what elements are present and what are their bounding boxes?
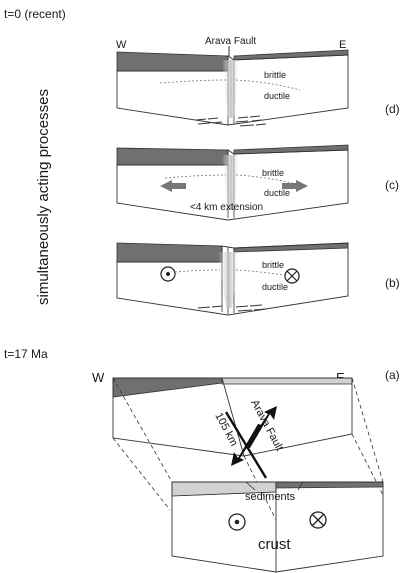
upper-block [112,377,353,457]
sediment-light-a [221,377,353,385]
east-label: E [339,39,346,51]
out-of-page-symbol-a [228,513,246,531]
panel-c: brittle ductile <4 km extension (c) [116,144,399,221]
sediment-dark-lower [275,481,384,489]
into-page-symbol-a [309,511,327,529]
into-page-symbol [284,268,300,284]
west-label: W [116,39,127,51]
slip-arrow-south [231,424,262,466]
ductile-label: ductile [264,91,290,101]
sediments-label: sediments [245,491,296,503]
time-label-past: t=17 Ma [4,347,48,361]
panel-b: brittle ductile (b) [116,242,400,316]
arrow-east [282,180,308,192]
west-label-a: W [92,370,105,385]
panel-a: W E Arava Fault 105 km sediments crust [92,370,384,573]
fault-zone [222,60,240,118]
panel-d-label: (d) [385,102,400,116]
extension-label: <4 km extension [190,202,263,213]
brittle-label-c: brittle [262,168,284,178]
ductile-label-c: ductile [264,188,290,198]
arrow-west [160,180,186,192]
panel-b-label: (b) [385,276,400,290]
fault-label-a: Arava Fault [248,398,285,453]
sediment-east [233,49,349,61]
lower-block [171,481,384,573]
fault-trace-upper [221,377,245,457]
out-of-page-symbol [160,266,176,282]
fault-name-top: Arava Fault [205,36,256,47]
sediment-west [116,51,229,72]
crust-label: crust [258,536,291,553]
panel-a-label: (a) [385,368,400,382]
side-caption: simultaneously acting processes [35,89,52,305]
brittle-label-b: brittle [262,260,284,270]
slip-arrow-north [246,406,277,448]
brittle-label: brittle [264,70,286,80]
panel-d: W E Arava Fault brittle ductile (d) [116,36,400,127]
panel-c-label: (c) [385,178,399,192]
sediment-dark-a [112,377,223,398]
east-label-a: E [336,370,345,385]
ductile-label-b: ductile [262,282,288,292]
time-label-recent: t=0 (recent) [4,7,66,21]
shear-marks [195,115,267,127]
